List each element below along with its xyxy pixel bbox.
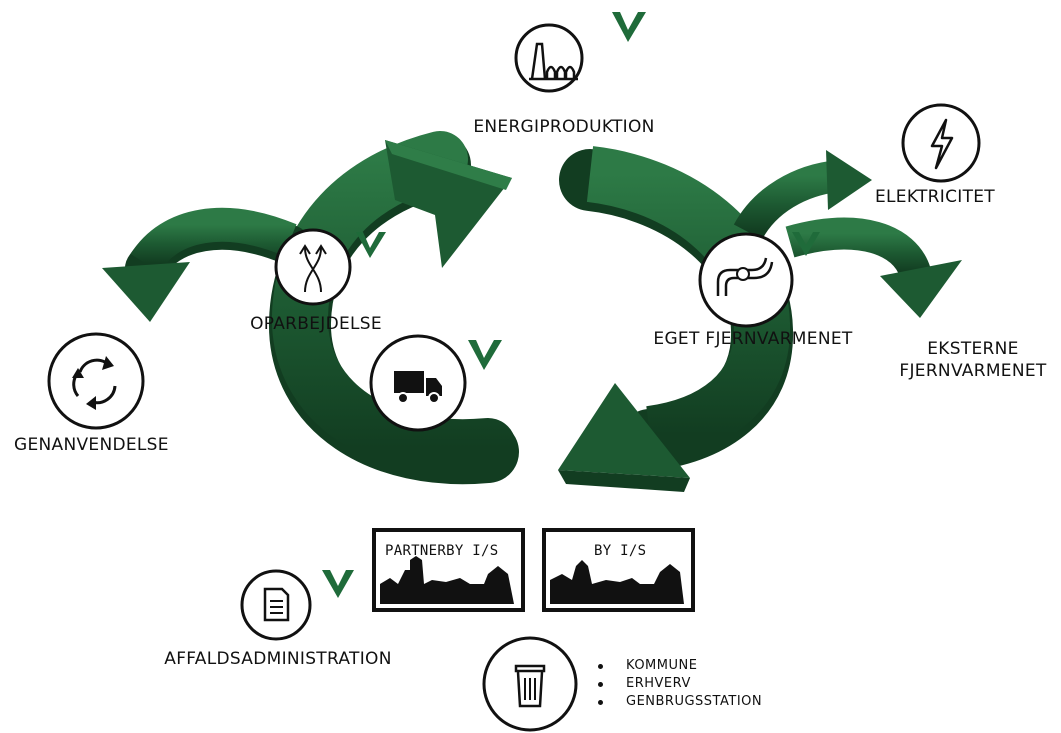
list-item: ERHVERV	[598, 675, 762, 693]
city-box	[542, 528, 695, 612]
energy-production-label: ENERGIPRODUKTION	[473, 117, 655, 137]
recycling-arrow	[102, 207, 310, 322]
check-mark-icon	[356, 232, 386, 258]
processing-label: OPARBEJDELSE	[250, 314, 382, 334]
left-cycle-arrow	[269, 131, 519, 485]
recycling-label: GENANVENDELSE	[14, 435, 169, 455]
partner-city-box	[372, 528, 525, 612]
city-title: BY I/S	[594, 543, 647, 559]
truck-icon	[369, 334, 467, 432]
external-network-label-line1: EKSTERNE	[927, 339, 1019, 359]
pipe-icon	[698, 232, 794, 328]
administration-label: AFFALDSADMINISTRATION	[164, 649, 392, 669]
collection-sources-list: KOMMUNE ERHVERV GENBRUGSSTATION	[598, 657, 762, 711]
power-plant-icon	[514, 23, 584, 93]
list-item: GENBRUGSSTATION	[598, 693, 762, 711]
check-mark-icon	[612, 12, 646, 42]
lightning-bolt-icon	[901, 103, 981, 183]
document-icon	[240, 569, 312, 641]
check-mark-icon	[468, 340, 502, 370]
electricity-arrow	[733, 150, 872, 241]
trash-can-icon	[482, 636, 578, 732]
list-item: KOMMUNE	[598, 657, 762, 675]
recycle-arrows-icon	[47, 332, 145, 430]
check-mark-icon	[322, 570, 354, 598]
partner-city-title: PARTNERBY I/S	[385, 543, 499, 559]
electricity-label: ELEKTRICITET	[875, 187, 995, 207]
external-network-label-line2: FJERNVARMENET	[899, 361, 1047, 381]
own-network-label: EGET FJERNVARMENET	[653, 329, 853, 349]
crossing-arrows-icon	[274, 228, 352, 306]
check-mark-icon	[792, 232, 820, 256]
